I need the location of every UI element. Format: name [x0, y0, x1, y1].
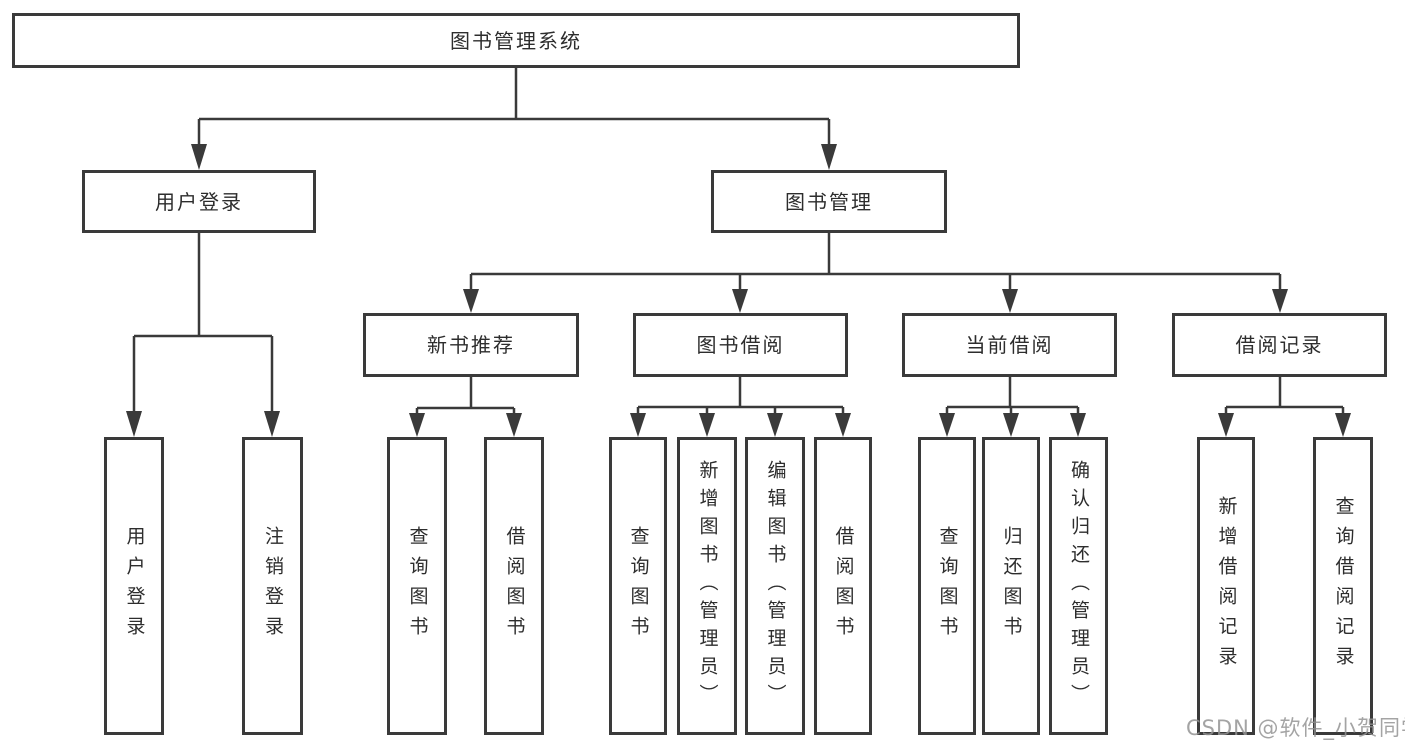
node-new-book-recommend: 新书推荐 [363, 313, 579, 377]
node-borrow-records: 借阅记录 [1172, 313, 1387, 377]
node-book-borrowing: 图书借阅 [633, 313, 848, 377]
leaf-add-borrow-record: 新增借阅记录 [1197, 437, 1255, 735]
node-library-management-system: 图书管理系统 [12, 13, 1020, 68]
leaf-query-borrow-record: 查询借阅记录 [1313, 437, 1373, 735]
node-user-login: 用户登录 [82, 170, 316, 233]
leaf-user-login: 用户登录 [104, 437, 164, 735]
leaf-query-books-recommend: 查询图书 [387, 437, 447, 735]
leaf-edit-book-admin: 编辑图书（管理员） [745, 437, 805, 735]
leaf-borrow-books-borrowing: 借阅图书 [814, 437, 872, 735]
leaf-query-books-borrowing: 查询图书 [609, 437, 667, 735]
leaf-confirm-return-admin: 确认归还（管理员） [1049, 437, 1108, 735]
leaf-logout-login: 注销登录 [242, 437, 303, 735]
node-book-management: 图书管理 [711, 170, 947, 233]
leaf-add-book-admin: 新增图书（管理员） [677, 437, 737, 735]
leaf-borrow-books-recommend: 借阅图书 [484, 437, 544, 735]
leaf-return-book: 归还图书 [982, 437, 1040, 735]
node-current-borrowing: 当前借阅 [902, 313, 1117, 377]
watermark: CSDN @软件_小贺同学 [1186, 716, 1405, 740]
leaf-query-books-current: 查询图书 [918, 437, 976, 735]
